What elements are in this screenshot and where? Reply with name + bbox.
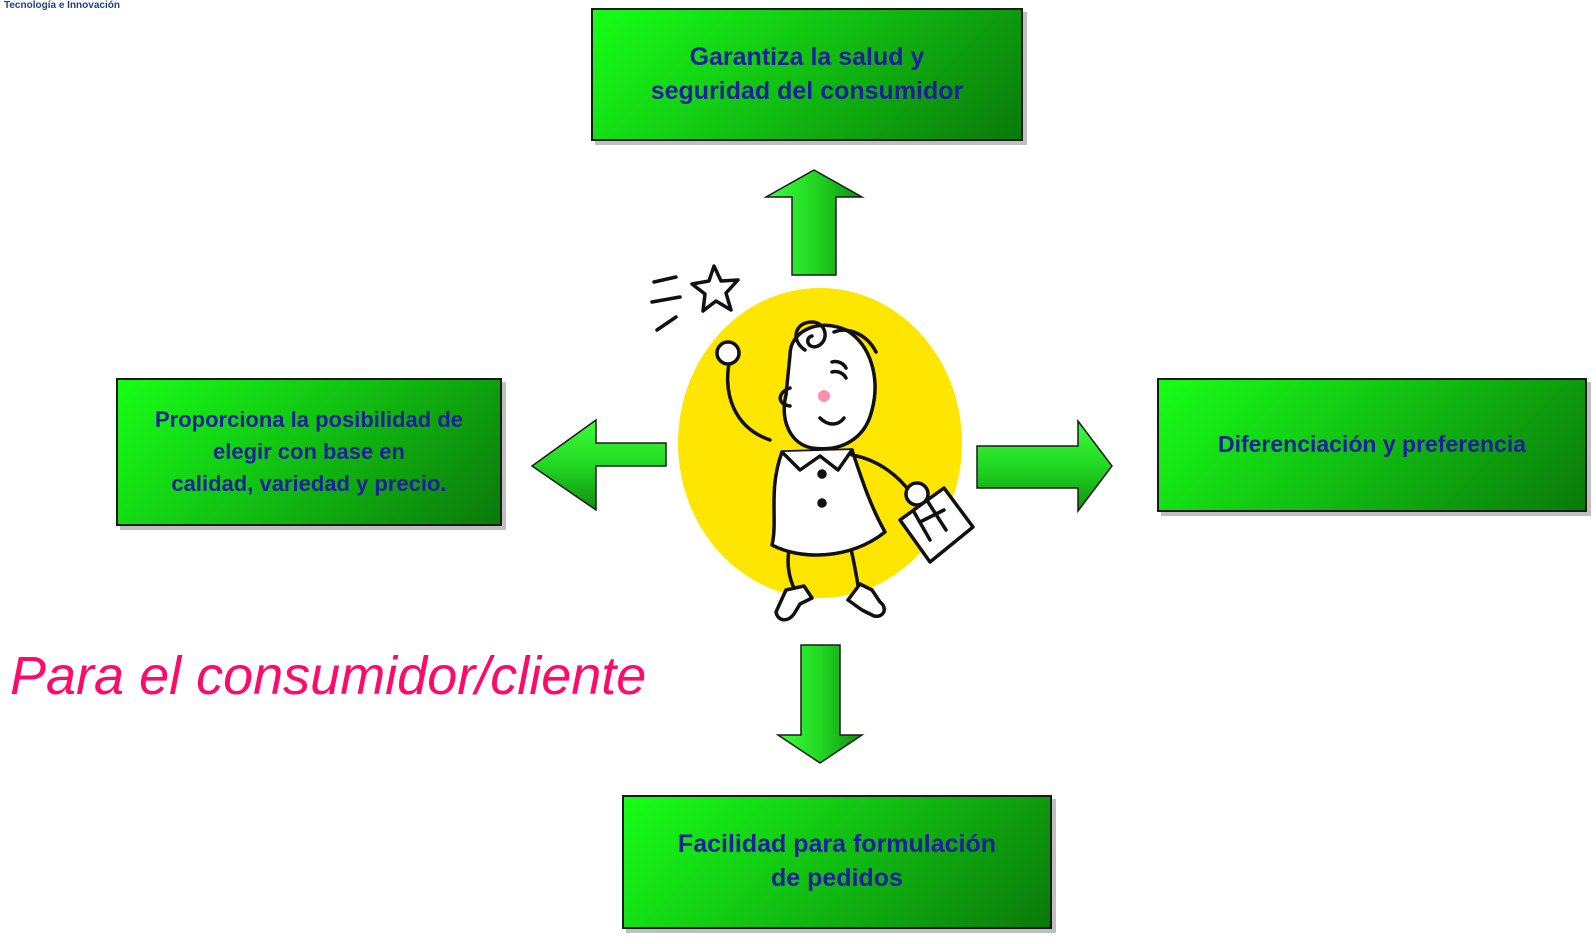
shopper-woman-icon bbox=[715, 320, 975, 622]
arrow-left-icon bbox=[530, 418, 667, 512]
benefit-box-choice: Proporciona la posibilidad de elegir con… bbox=[116, 378, 502, 526]
benefit-box-differentiation: Diferenciación y preferencia bbox=[1157, 378, 1587, 512]
benefit-box-health-safety: Garantiza la salud y seguridad del consu… bbox=[591, 8, 1023, 141]
benefit-box-ordering: Facilidad para formulación de pedidos bbox=[622, 795, 1052, 929]
slide-caption: Para el consumidor/cliente bbox=[10, 646, 647, 706]
arrow-up-icon bbox=[763, 169, 865, 276]
arrow-right-icon bbox=[976, 418, 1113, 514]
benefit-text-health-safety: Garantiza la salud y seguridad del consu… bbox=[650, 42, 964, 105]
arrow-down-icon bbox=[775, 644, 865, 764]
logo-text: Tecnología e Innovación bbox=[4, 0, 120, 11]
benefit-text-ordering: Facilidad para formulación de pedidos bbox=[677, 830, 997, 892]
benefit-text-differentiation: Diferenciación y preferencia bbox=[1217, 431, 1527, 458]
star-icon bbox=[650, 264, 740, 332]
benefit-text-choice: Proporciona la posibilidad de elegir con… bbox=[154, 407, 464, 496]
